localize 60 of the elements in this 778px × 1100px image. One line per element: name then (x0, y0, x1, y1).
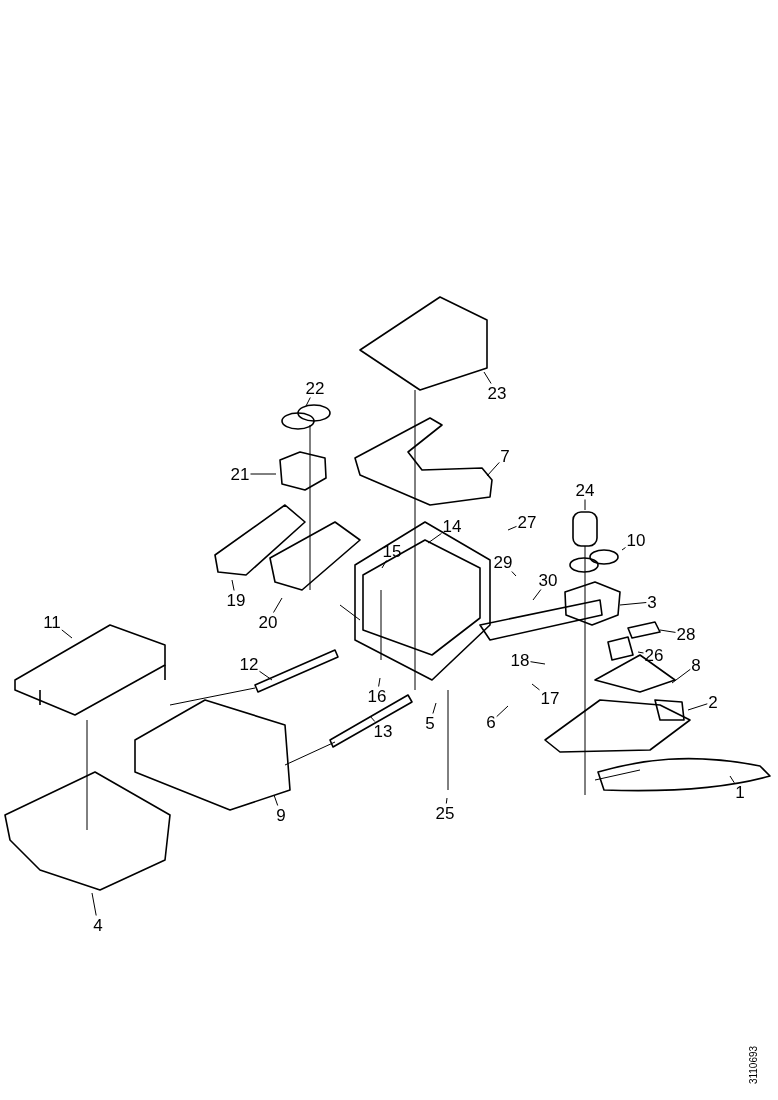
callout-number: 26 (644, 646, 664, 664)
leader-line (507, 525, 517, 531)
leader-line (273, 794, 279, 806)
leader-line (671, 668, 691, 684)
leader-line (530, 661, 546, 665)
callout-number: 11 (43, 613, 61, 631)
callout-number: 24 (575, 481, 595, 499)
leader-line (496, 705, 509, 718)
leader-line (378, 677, 381, 687)
leader-line (483, 371, 492, 384)
callout-number: 23 (487, 384, 507, 402)
leader-line (259, 670, 273, 681)
callout-number: 18 (510, 651, 530, 669)
leader-line (511, 571, 517, 577)
callout-number: 10 (626, 531, 646, 549)
callout-number: 13 (373, 722, 393, 740)
drawing-number: 3110693 (749, 1045, 760, 1085)
leader-line (381, 560, 387, 569)
callout-number: 27 (517, 513, 537, 531)
leader-line (584, 499, 586, 511)
leader-line (231, 579, 235, 591)
callout-number: 21 (230, 465, 250, 483)
leader-line (637, 651, 644, 654)
callout-number: 7 (500, 447, 510, 465)
leader-line (432, 702, 437, 714)
callout-number: 12 (239, 655, 259, 673)
callout-number: 6 (486, 713, 496, 731)
callout-number: 1 (735, 783, 745, 801)
leader-line (532, 589, 542, 601)
leader-line (91, 892, 97, 916)
callout-number: 29 (493, 553, 513, 571)
leader-line (445, 797, 448, 804)
leader-line (486, 461, 500, 477)
callout-number: 5 (425, 714, 435, 732)
leader-line (250, 473, 277, 475)
leader-line (305, 397, 311, 407)
callout-number: 28 (676, 625, 696, 643)
leader-line (531, 683, 540, 691)
callout-number: 30 (538, 571, 558, 589)
callout-number: 22 (305, 379, 325, 397)
leader-line (621, 547, 626, 551)
leader-line (369, 715, 376, 722)
callout-number: 19 (226, 591, 246, 609)
leader-line (61, 629, 73, 639)
leader-line (619, 602, 647, 606)
leader-line (273, 597, 283, 613)
callout-number: 3 (647, 593, 657, 611)
leader-line (687, 703, 708, 711)
callout-number: 2 (708, 693, 718, 711)
callout-number: 16 (367, 687, 387, 705)
callout-number: 9 (276, 806, 286, 824)
leader-line (729, 775, 735, 784)
callout-number: 8 (691, 656, 701, 674)
callout-number: 4 (93, 916, 103, 934)
leader-line (427, 532, 442, 544)
callout-number: 20 (258, 613, 278, 631)
callout-number: 25 (435, 804, 455, 822)
callout-number: 17 (540, 689, 560, 707)
leader-line (659, 629, 676, 633)
callout-number: 14 (442, 517, 462, 535)
